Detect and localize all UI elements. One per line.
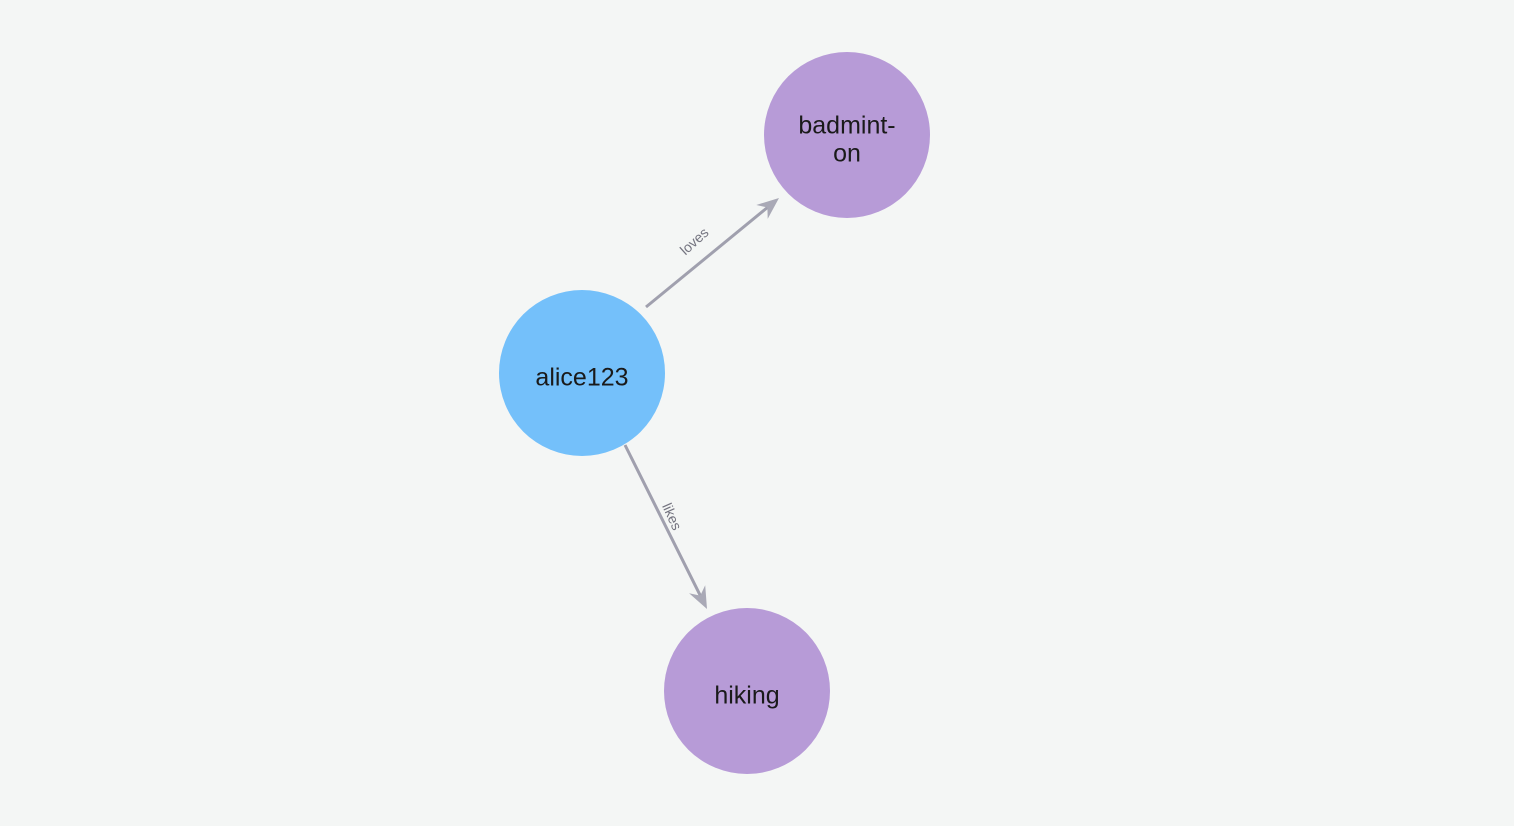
edge-line-loves [645,206,769,309]
node-alice123[interactable]: alice123 [499,290,665,456]
node-layer: alice123 badmint- on hiking [499,52,930,774]
edge-label-loves: loves [677,224,712,258]
edge-alice123-loves-badminton[interactable]: loves [645,198,779,309]
edge-label-likes: likes [659,500,685,532]
node-badminton[interactable]: badmint- on [764,52,930,218]
edge-line-likes [623,444,702,597]
node-circle-badminton[interactable] [764,52,930,218]
edge-arrowhead-likes [689,585,707,609]
node-circle-hiking[interactable] [664,608,830,774]
node-hiking[interactable]: hiking [664,608,830,774]
edge-alice123-likes-hiking[interactable]: likes [623,444,707,609]
node-circle-alice123[interactable] [499,290,665,456]
edge-arrowhead-loves [756,198,779,219]
